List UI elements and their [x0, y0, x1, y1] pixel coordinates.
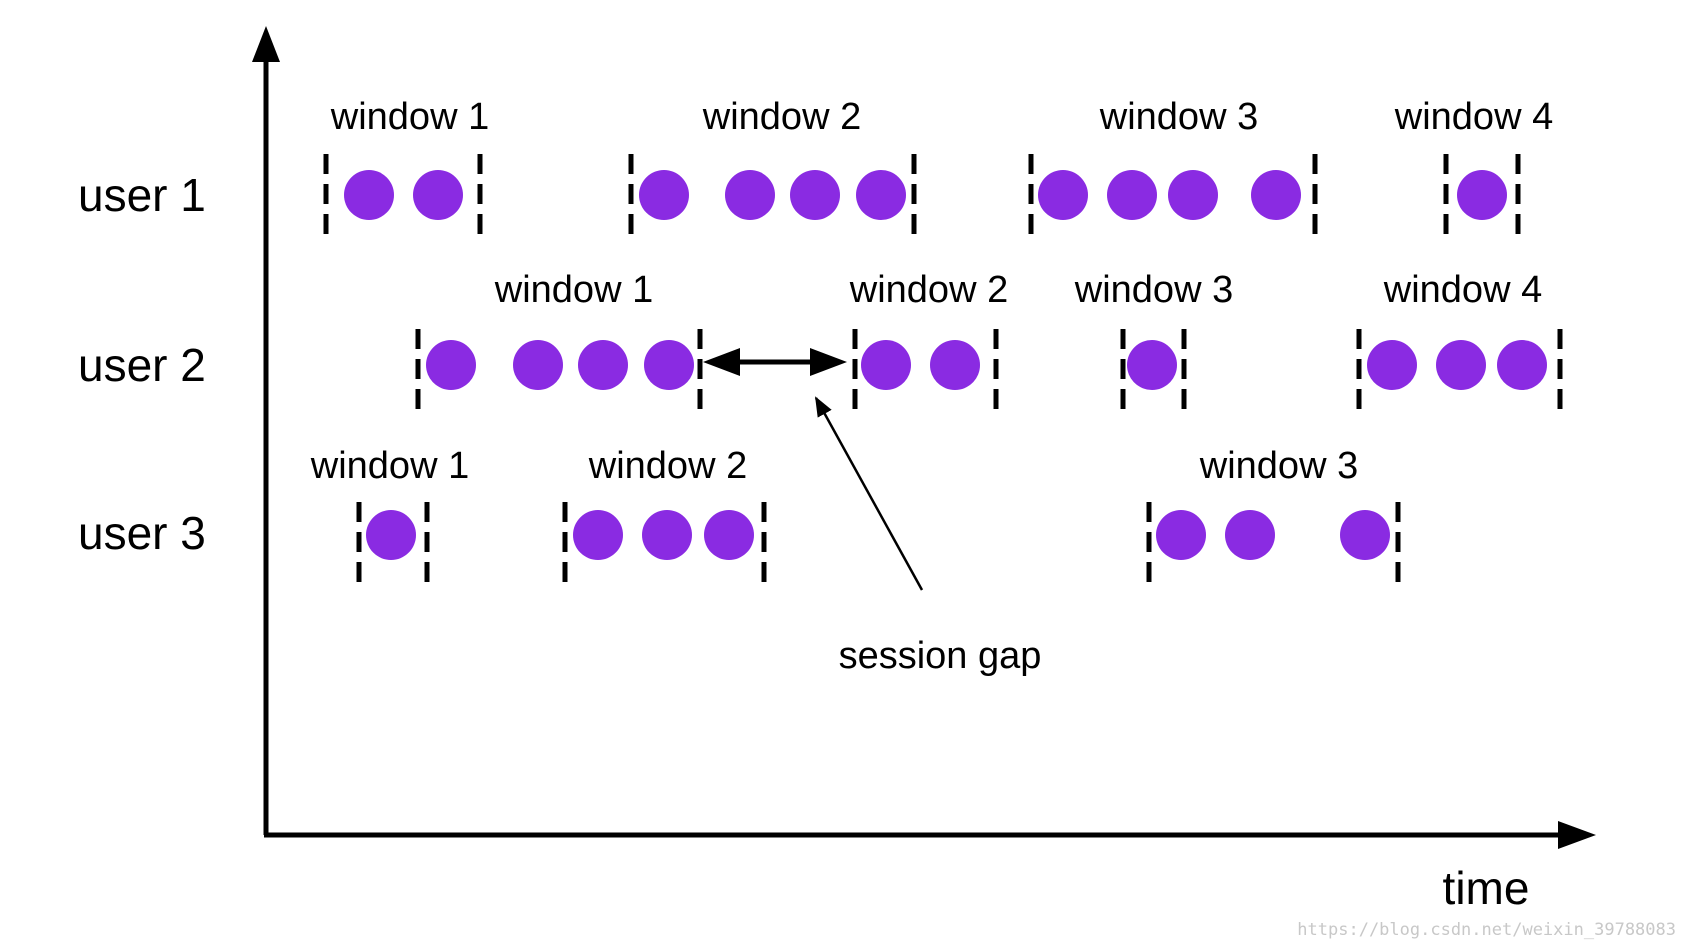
- session-gap-pointer-arrow: [814, 396, 924, 591]
- user-1-event-dot: [725, 170, 775, 220]
- user-1-event-dot: [344, 170, 394, 220]
- session-gap-label: session gap: [839, 635, 1042, 677]
- user-3-event-dot: [573, 510, 623, 560]
- user-2-event-dot: [861, 340, 911, 390]
- user-3-event-dot: [1225, 510, 1275, 560]
- user-2-event-dot: [930, 340, 980, 390]
- user-3-window-1-label: window 1: [310, 445, 469, 487]
- user-3-window-3-label: window 3: [1199, 445, 1358, 487]
- user-2-window-3-label: window 3: [1074, 269, 1233, 311]
- session-gap-arrowhead-left: [703, 348, 740, 376]
- user-2-window-2-label: window 2: [849, 269, 1008, 311]
- user-1-event-dot: [856, 170, 906, 220]
- watermark-text: https://blog.csdn.net/weixin_39788083: [1297, 920, 1676, 940]
- window-boundaries: [323, 154, 1563, 584]
- user-2-window-4-label: window 4: [1383, 269, 1542, 311]
- user-2-event-dot: [426, 340, 476, 390]
- user-2-event-dot: [1127, 340, 1177, 390]
- user-2-event-dot: [513, 340, 563, 390]
- user-2-label: user 2: [78, 339, 206, 391]
- user-3-window-2-label: window 2: [588, 445, 747, 487]
- user-3-event-dot: [366, 510, 416, 560]
- user-1-window-3-label: window 3: [1099, 96, 1258, 138]
- user-1-event-dot: [413, 170, 463, 220]
- user-1-event-dot: [1107, 170, 1157, 220]
- user-1-window-1-label: window 1: [330, 96, 489, 138]
- user-2-event-dot: [1497, 340, 1547, 390]
- user-3-event-dot: [1340, 510, 1390, 560]
- user-2-window-1-label: window 1: [494, 269, 653, 311]
- user-1-window-4-label: window 4: [1394, 96, 1553, 138]
- user-3-event-dot: [704, 510, 754, 560]
- user-3-label: user 3: [78, 507, 206, 559]
- user-2-event-dot: [1367, 340, 1417, 390]
- user-1-event-dot: [639, 170, 689, 220]
- user-3-event-dot: [642, 510, 692, 560]
- x-axis-label: time: [1443, 862, 1530, 914]
- user-1-event-dot: [1251, 170, 1301, 220]
- user-1-event-dot: [1168, 170, 1218, 220]
- user-3-event-dot: [1156, 510, 1206, 560]
- event-dots: [344, 170, 1547, 560]
- user-1-event-dot: [1038, 170, 1088, 220]
- user-1-event-dot: [1457, 170, 1507, 220]
- user-2-event-dot: [644, 340, 694, 390]
- user-1-event-dot: [790, 170, 840, 220]
- y-axis-arrowhead: [252, 26, 280, 62]
- session-gap-arrowhead-right: [810, 348, 847, 376]
- user-2-event-dot: [1436, 340, 1486, 390]
- user-2-event-dot: [578, 340, 628, 390]
- user-1-label: user 1: [78, 169, 206, 221]
- x-axis-arrowhead: [1558, 821, 1596, 849]
- user-1-window-2-label: window 2: [702, 96, 861, 138]
